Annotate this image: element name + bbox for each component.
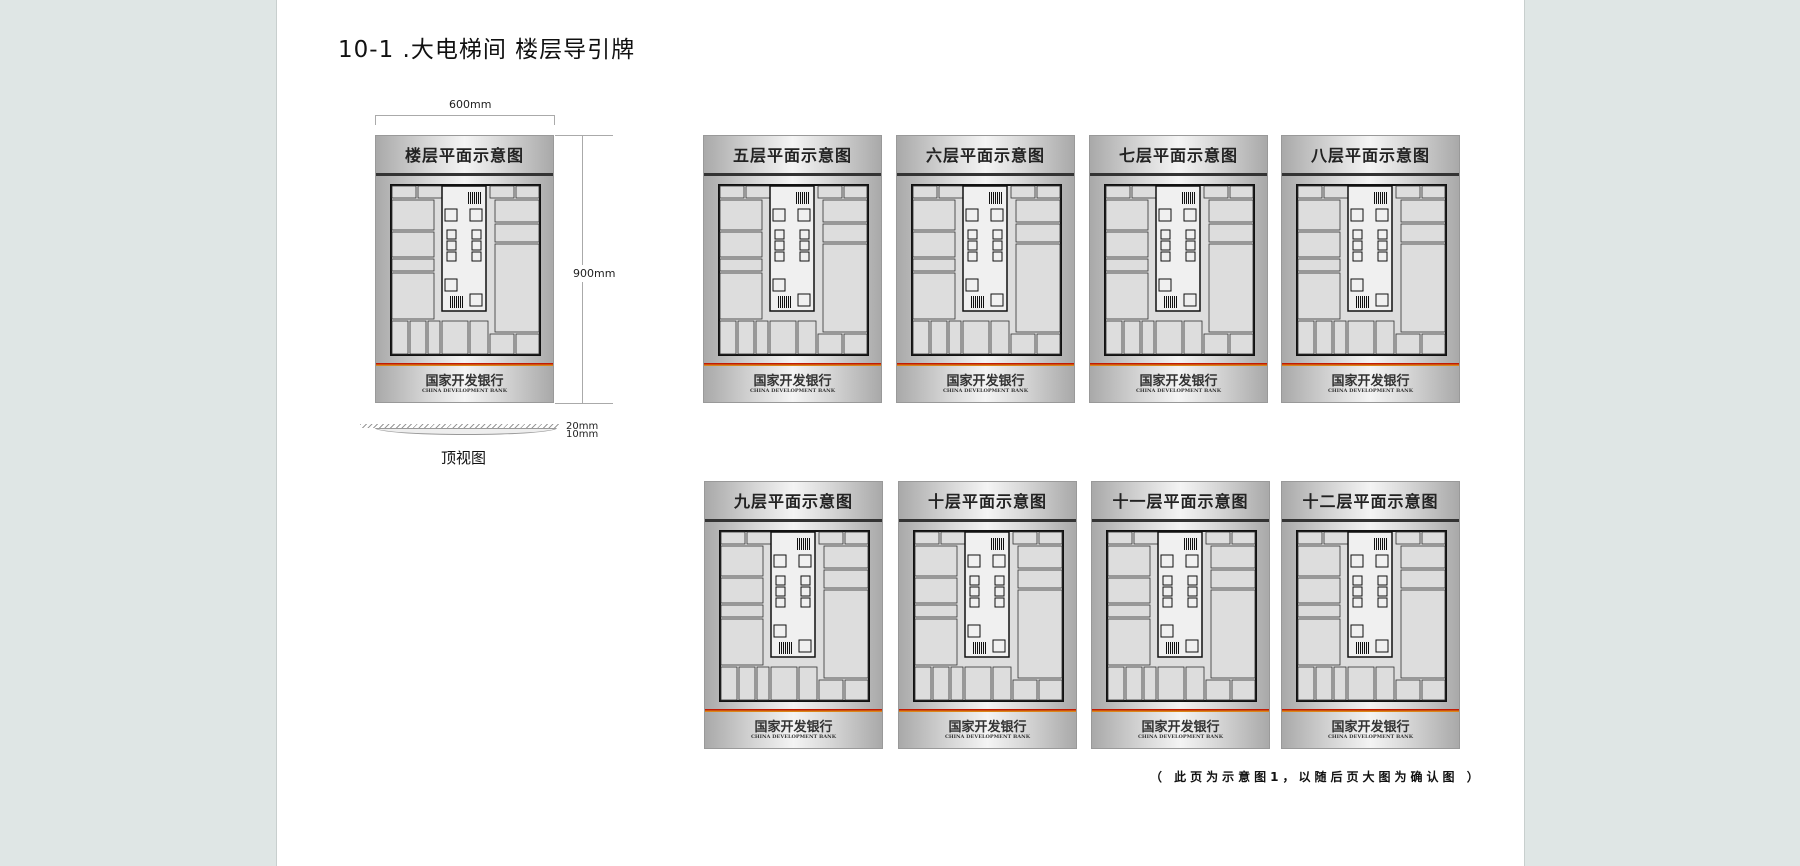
red-stripe	[897, 363, 1074, 366]
red-stripe	[376, 363, 553, 366]
floor-plan	[913, 530, 1064, 702]
dimension-tick	[554, 115, 555, 125]
red-stripe	[1282, 709, 1459, 712]
thickness-10: 10mm	[566, 429, 599, 440]
bank-name-en: CHINA DEVELOPMENT BANK	[1137, 734, 1224, 740]
red-stripe	[704, 363, 881, 366]
floor-plan	[1106, 530, 1257, 702]
sign-heading: 十二层平面示意图	[1282, 482, 1459, 522]
floor-plan	[911, 184, 1062, 356]
thickness-20: 20mm	[566, 421, 599, 432]
bank-name-en: CHINA DEVELOPMENT BANK	[749, 388, 836, 394]
sign-heading: 六层平面示意图	[897, 136, 1074, 176]
bank-name-cn: 国家开发银行	[425, 374, 504, 389]
bank-name-en: CHINA DEVELOPMENT BANK	[1135, 388, 1222, 394]
bank-name-en: CHINA DEVELOPMENT BANK	[750, 734, 837, 740]
bank-name-en: CHINA DEVELOPMENT BANK	[944, 734, 1031, 740]
bank-name-cn: 国家开发银行	[753, 374, 832, 389]
height-dimension-line	[555, 403, 613, 404]
floor-plan	[719, 530, 870, 702]
bank-name-cn: 国家开发银行	[754, 720, 833, 735]
floor-sign: 十二层平面示意图 国家开发银行 CHINA DEVELOPMENT BANK	[1281, 481, 1460, 749]
floor-sign: 九层平面示意图 国家开发银行 CHINA DEVELOPMENT BANK	[704, 481, 883, 749]
sign-heading: 楼层平面示意图	[376, 136, 553, 176]
bank-name-cn: 国家开发银行	[1139, 374, 1218, 389]
red-stripe	[899, 709, 1076, 712]
red-stripe	[1092, 709, 1269, 712]
floor-sign: 十一层平面示意图 国家开发银行 CHINA DEVELOPMENT BANK	[1091, 481, 1270, 749]
sign-heading: 十一层平面示意图	[1092, 482, 1269, 522]
sign-heading: 八层平面示意图	[1282, 136, 1459, 176]
width-dimension-line	[375, 115, 555, 116]
floor-sign: 八层平面示意图 国家开发银行 CHINA DEVELOPMENT BANK	[1281, 135, 1460, 403]
bank-name-cn: 国家开发银行	[1141, 720, 1220, 735]
red-stripe	[705, 709, 882, 712]
height-dimension-line	[555, 135, 613, 136]
bank-name-cn: 国家开发银行	[948, 720, 1027, 735]
bank-name-en: CHINA DEVELOPMENT BANK	[1327, 734, 1414, 740]
bank-name-cn: 国家开发银行	[946, 374, 1025, 389]
height-label: 900mm	[573, 265, 616, 282]
red-stripe	[1282, 363, 1459, 366]
width-label: 600mm	[446, 98, 495, 111]
dimension-tick	[375, 115, 376, 125]
sign-heading: 九层平面示意图	[705, 482, 882, 522]
floor-plan	[718, 184, 869, 356]
sign-heading: 十层平面示意图	[899, 482, 1076, 522]
wall-hatch	[360, 424, 560, 428]
sign-sample: 楼层平面示意图 国家开发银行 CHINA DEVELOPMENT BANK	[375, 135, 554, 403]
floor-plan	[1296, 530, 1447, 702]
bank-name-en: CHINA DEVELOPMENT BANK	[942, 388, 1029, 394]
floor-plan	[1104, 184, 1255, 356]
footnote: （ 此页为示意图1，以随后页大图为确认图 ）	[1150, 770, 1483, 784]
top-view-label: 顶视图	[441, 449, 487, 467]
floor-plan	[1296, 184, 1447, 356]
bank-name-en: CHINA DEVELOPMENT BANK	[1327, 388, 1414, 394]
bank-name-cn: 国家开发银行	[1331, 720, 1410, 735]
page-title: 10-1 .大电梯间 楼层导引牌	[338, 37, 636, 63]
bank-name-cn: 国家开发银行	[1331, 374, 1410, 389]
floor-sign: 七层平面示意图 国家开发银行 CHINA DEVELOPMENT BANK	[1089, 135, 1268, 403]
floor-sign: 六层平面示意图 国家开发银行 CHINA DEVELOPMENT BANK	[896, 135, 1075, 403]
floor-sign: 十层平面示意图 国家开发银行 CHINA DEVELOPMENT BANK	[898, 481, 1077, 749]
red-stripe	[1090, 363, 1267, 366]
bank-name-en: CHINA DEVELOPMENT BANK	[421, 388, 508, 394]
sign-heading: 五层平面示意图	[704, 136, 881, 176]
sign-heading: 七层平面示意图	[1090, 136, 1267, 176]
floor-sign: 五层平面示意图 国家开发银行 CHINA DEVELOPMENT BANK	[703, 135, 882, 403]
floor-plan	[390, 184, 541, 356]
